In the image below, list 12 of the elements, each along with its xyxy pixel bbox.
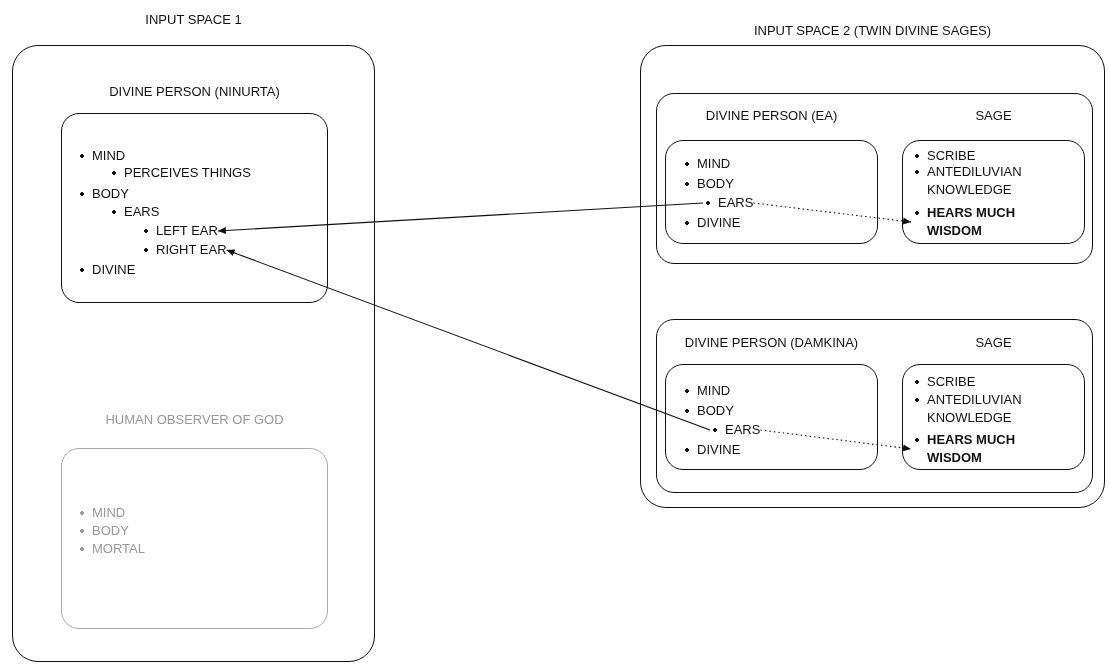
arrow	[226, 249, 711, 431]
box-heading: INPUT SPACE 2 (TWIN DIVINE SAGES)	[753, 23, 992, 39]
rounded-panel	[656, 319, 1093, 493]
box-heading: DIVINE PERSON (EA)	[705, 108, 838, 124]
arrow	[217, 202, 704, 235]
box-heading: DIVINE PERSON (NINURTA)	[109, 84, 280, 100]
box-heading: SAGE	[975, 335, 1012, 351]
rounded-panel	[656, 93, 1093, 264]
box-heading: HUMAN OBSERVER OF GOD	[105, 412, 284, 428]
box-heading: DIVINE PERSON (DAMKINA)	[684, 335, 859, 351]
box-heading: INPUT SPACE 1	[145, 12, 242, 28]
box-heading: SAGE	[975, 108, 1012, 124]
